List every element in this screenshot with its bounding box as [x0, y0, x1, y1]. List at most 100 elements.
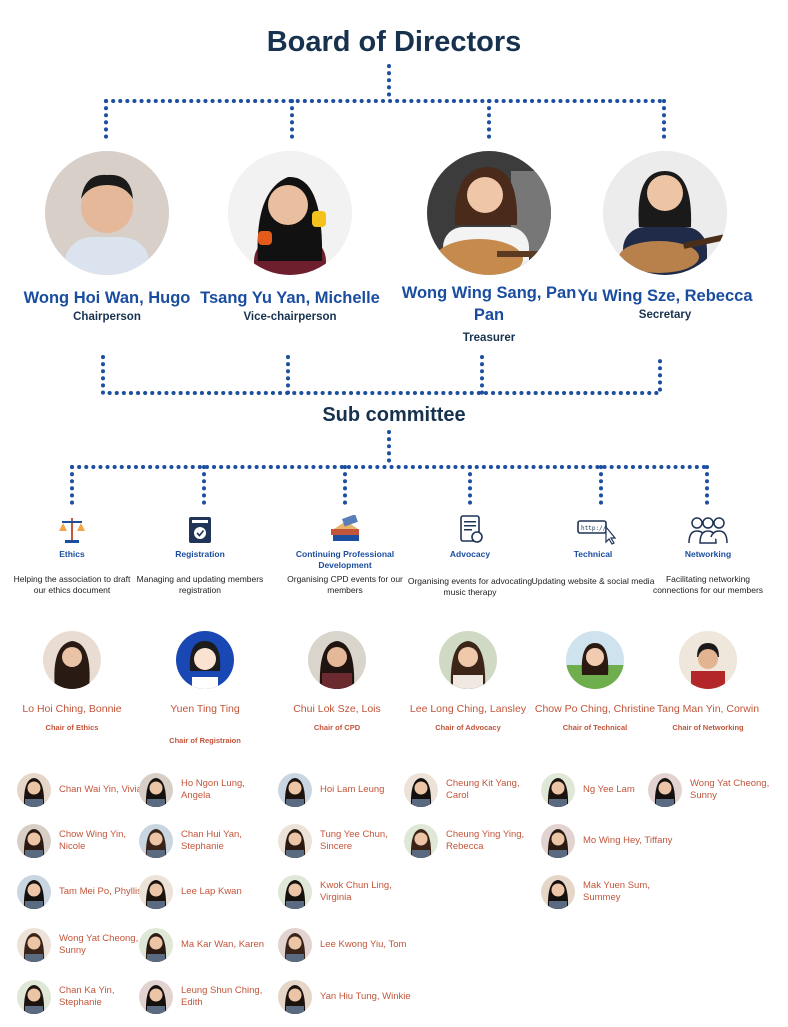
director-photo: [228, 151, 352, 275]
member-photo: [139, 824, 173, 858]
member-photo: [17, 980, 51, 1014]
director-role: Secretary: [638, 309, 692, 321]
member-item: Yan Hiu Tung, Winkie: [278, 979, 415, 1015]
member-name: Lee Kwong Yiu, Tom: [320, 939, 407, 950]
chair-role: Chair of Technical: [562, 723, 628, 732]
chair-card: Lee Long Ching, Lansley Chair of Advocac…: [403, 631, 533, 732]
member-photo: [278, 875, 312, 909]
member-photo: [278, 773, 312, 807]
director-role: Chairperson: [73, 311, 141, 323]
committee-technical: http:// Technical Updating website & soc…: [528, 515, 658, 587]
member-item: Chan Wai Yin, Vivian: [17, 772, 154, 808]
member-name: Lee Lap Kwan: [181, 886, 242, 897]
member-item: Hoi Lam Leung: [278, 772, 415, 808]
member-photo: [17, 824, 51, 858]
member-name: Cheung Ying Ying, Rebecca: [446, 829, 525, 852]
member-name: Hoi Lam Leung: [320, 784, 385, 795]
member-name: Chan Hui Yan, Stephanie: [181, 829, 242, 852]
chair-role: Chair of Ethics: [45, 723, 99, 732]
member-photo: [404, 773, 438, 807]
member-item: Ho Ngon Lung, Angela: [139, 772, 276, 808]
member-photo: [541, 875, 575, 909]
member-name: Ng Yee Lam: [583, 784, 635, 795]
scales-icon: [55, 515, 89, 545]
member-name: Wong Yat Cheong, Sunny: [690, 778, 770, 801]
committee-name: Continuing Professional Development: [295, 549, 395, 570]
chair-role: Chair of Advocacy: [435, 723, 501, 732]
chair-role: Chair of CPD: [313, 723, 361, 732]
member-photo: [541, 824, 575, 858]
chair-card: Chow Po Ching, Christine Chair of Techni…: [530, 631, 660, 732]
member-item: Tung Yee Chun, Sincere: [278, 823, 415, 859]
director-name: Wong Hoi Wan, Hugo: [23, 289, 191, 307]
committee-cpd: Continuing Professional Development Orga…: [280, 514, 410, 596]
member-name: Tam Mei Po, Phyllis: [59, 886, 142, 897]
chair-role: Chair of Networking: [672, 723, 744, 732]
chair-card: Lo Hoi Ching, Bonnie Chair of Ethics: [7, 631, 137, 732]
member-photo: [541, 773, 575, 807]
member-item: Lee Lap Kwan: [139, 874, 276, 910]
member-item: Cheung Kit Yang, Carol: [404, 772, 541, 808]
director-card: Wong Hoi Wan, Hugo Chairperson: [12, 151, 202, 325]
member-photo: [278, 928, 312, 962]
director-role: Vice-chairperson: [243, 311, 337, 323]
chair-name: Chow Po Ching, Christine: [534, 703, 656, 715]
member-item: Ma Kar Wan, Karen: [139, 927, 276, 963]
folder-check-icon: [183, 515, 217, 545]
director-photo: [427, 151, 551, 275]
chair-name: Yuen Ting Ting: [170, 703, 240, 715]
committee-name: Ethics: [59, 549, 85, 559]
document-pen-icon: [453, 515, 487, 545]
committee-description: Helping the association to draft our eth…: [13, 574, 131, 595]
director-card: Tsang Yu Yan, Michelle Vice-chairperson: [195, 151, 385, 325]
member-name: Ma Kar Wan, Karen: [181, 939, 265, 950]
member-name: Leung Shun Ching, Edith: [181, 985, 263, 1008]
chair-photo: [679, 631, 737, 689]
member-item: Chow Wing Yin, Nicole: [17, 823, 154, 859]
member-photo: [17, 875, 51, 909]
member-item: Cheung Ying Ying, Rebecca: [404, 823, 541, 859]
member-photo: [278, 980, 312, 1014]
director-role: Treasurer: [462, 332, 516, 344]
browser-cursor-icon: http://: [576, 515, 617, 545]
chair-photo: [566, 631, 624, 689]
chair-card: Tang Man Yin, Corwin Chair of Networking: [643, 631, 773, 732]
member-item: Mak Yuen Sum, Summey: [541, 874, 678, 910]
svg-text:http://: http://: [581, 525, 607, 532]
chair-name: Tang Man Yin, Corwin: [656, 703, 760, 715]
member-item: Chan Ka Yin, Stephanie: [17, 979, 154, 1015]
director-photo: [603, 151, 727, 275]
director-name: Yu Wing Sze, Rebecca: [577, 287, 753, 305]
member-item: Chan Hui Yan, Stephanie: [139, 823, 276, 859]
committee-name: Technical: [573, 549, 613, 559]
committee-description: Updating website & social media: [531, 576, 655, 586]
member-name: Yan Hiu Tung, Winkie: [320, 991, 411, 1002]
director-card: Yu Wing Sze, Rebecca Secretary: [570, 151, 760, 323]
committee-advocacy: Advocacy Organising events for advocatin…: [405, 515, 535, 598]
member-name: Wong Yat Cheong, Sunny: [59, 933, 139, 956]
chair-photo: [43, 631, 101, 689]
member-item: Wong Yat Cheong, Sunny: [17, 927, 154, 963]
member-photo: [139, 928, 173, 962]
committee-ethics: Ethics Helping the association to draft …: [7, 515, 137, 596]
committee-registration: Registration Managing and updating membe…: [135, 515, 265, 596]
member-photo: [17, 773, 51, 807]
chair-photo: [439, 631, 497, 689]
member-name: Chow Wing Yin, Nicole: [59, 829, 127, 852]
director-name: Wong Wing Sang, Pan Pan: [401, 284, 577, 324]
chair-photo: [308, 631, 366, 689]
member-photo: [278, 824, 312, 858]
member-name: Mo Wing Hey, Tiffany: [583, 835, 673, 846]
member-photo: [139, 875, 173, 909]
member-photo: [139, 980, 173, 1014]
director-photo: [45, 151, 169, 275]
books-icon: [328, 514, 362, 545]
committee-name: Advocacy: [449, 549, 491, 559]
chair-name: Lo Hoi Ching, Bonnie: [22, 703, 122, 715]
committee-name: Networking: [684, 549, 732, 559]
chair-name: Lee Long Ching, Lansley: [409, 703, 527, 715]
chair-name: Chui Lok Sze, Lois: [293, 703, 381, 715]
chair-photo: [176, 631, 234, 689]
chair-card: Yuen Ting Ting Chair of Registraion: [140, 631, 270, 745]
